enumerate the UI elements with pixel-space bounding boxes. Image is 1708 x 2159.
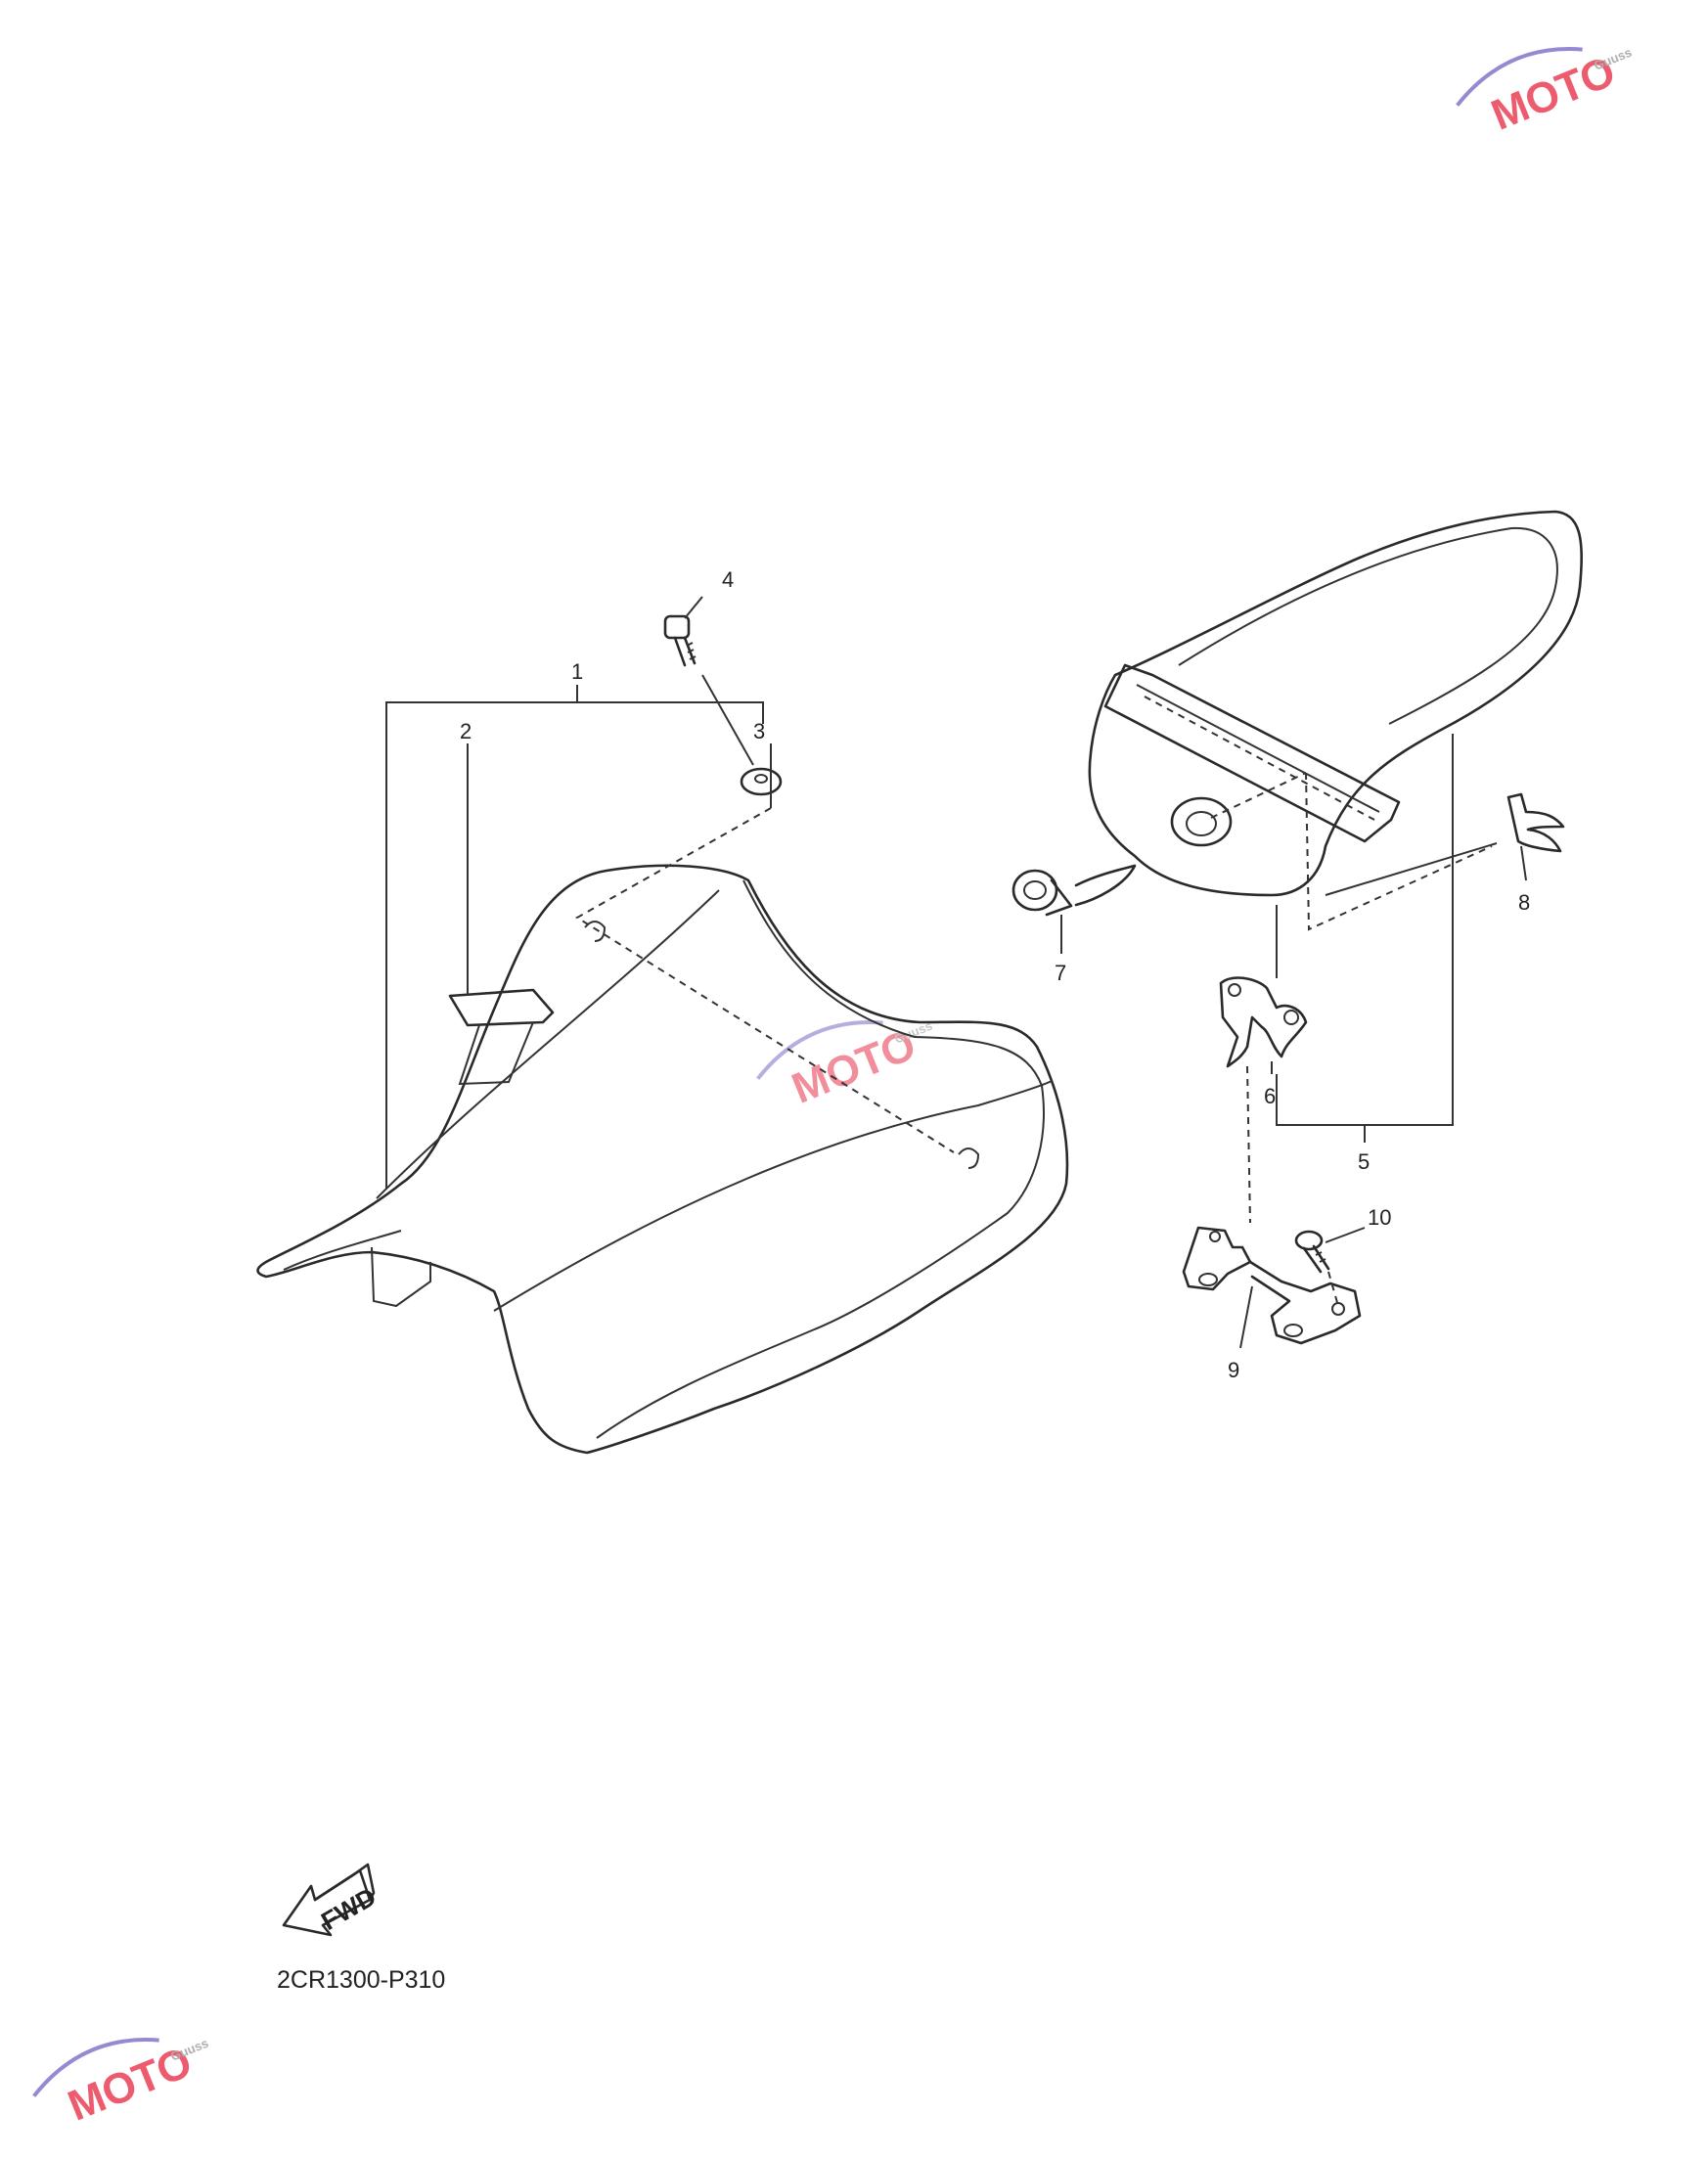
callout-5: 5 xyxy=(1358,1149,1370,1174)
leader-10-dashed xyxy=(1327,1271,1339,1307)
leader-8-seat xyxy=(1325,842,1498,896)
watermark-logo-bottom-left: MOTO Guuss xyxy=(32,2036,210,2131)
pillion-seat xyxy=(1088,510,1583,931)
washer-3 xyxy=(740,767,783,796)
callout-8: 8 xyxy=(1518,890,1530,915)
watermark-logo-center: MOTO Guuss xyxy=(756,1018,934,1113)
callout-10: 10 xyxy=(1368,1205,1391,1230)
leader-4 xyxy=(684,596,703,619)
leader-9-dashed xyxy=(1246,1065,1251,1224)
rider-seat xyxy=(256,807,1069,1455)
diagram-code: 2CR1300-P310 xyxy=(277,1966,445,1994)
leader-4-3 xyxy=(701,674,754,766)
screw-10 xyxy=(1294,1230,1330,1274)
bracket-5 xyxy=(1276,734,1454,1126)
fwd-label: FWD xyxy=(316,1881,381,1936)
fwd-arrow-icon: FWD xyxy=(282,1863,381,1937)
leader-9 xyxy=(1239,1285,1253,1349)
bolt-4 xyxy=(663,614,697,667)
watermark-logo-top-right: MOTO Guuss xyxy=(1456,45,1634,140)
callout-1: 1 xyxy=(571,659,583,684)
leader-8 xyxy=(1520,845,1527,881)
key-cylinder-7 xyxy=(1011,864,1137,917)
callout-2: 2 xyxy=(460,719,472,743)
callout-7: 7 xyxy=(1055,961,1066,985)
callout-9: 9 xyxy=(1228,1358,1239,1382)
callout-3: 3 xyxy=(753,719,765,743)
callout-4: 4 xyxy=(722,567,734,592)
latch-6 xyxy=(1219,976,1308,1068)
clip-8 xyxy=(1506,792,1565,853)
bracket-1 xyxy=(385,701,764,1189)
callout-6: 6 xyxy=(1264,1084,1276,1108)
leader-10 xyxy=(1325,1227,1366,1243)
hinge-9 xyxy=(1182,1226,1362,1345)
